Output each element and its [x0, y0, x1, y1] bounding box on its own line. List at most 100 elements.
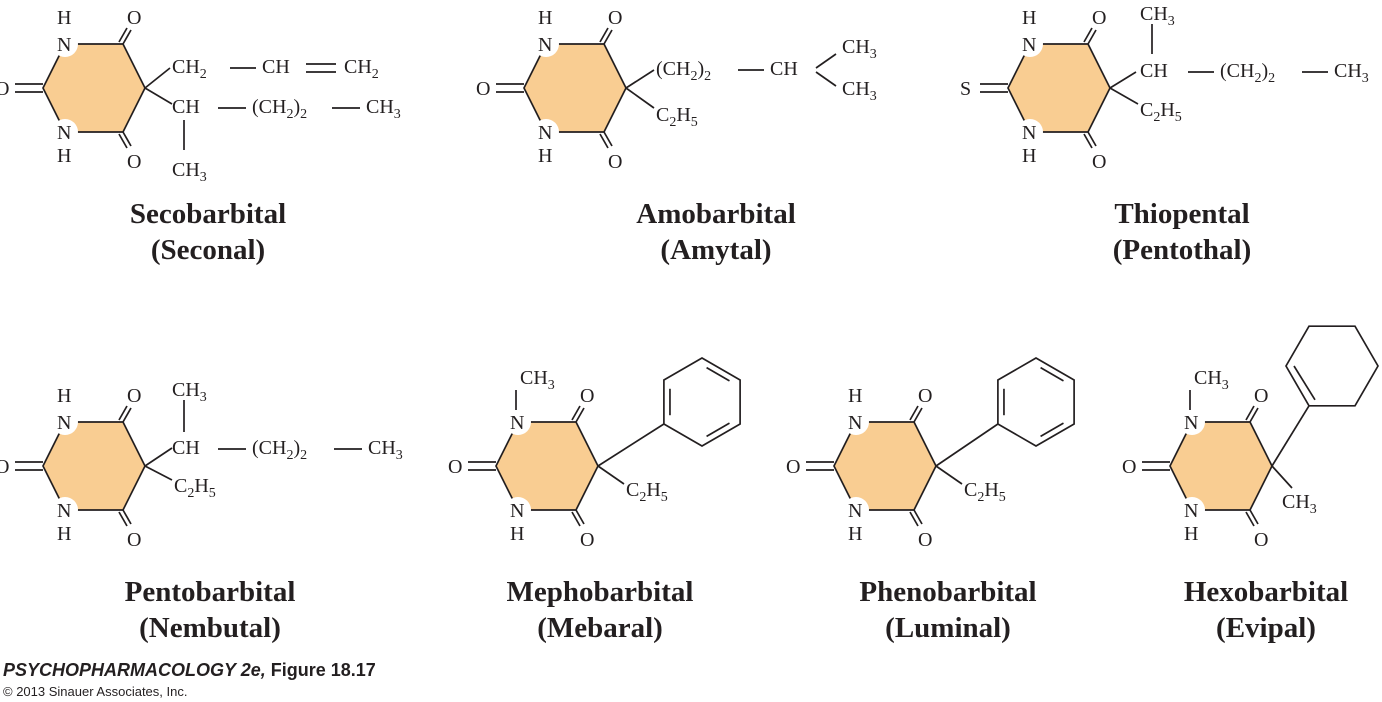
- bond-line: [571, 511, 581, 527]
- nitrogen-halo: [843, 497, 869, 523]
- atom-label: S: [960, 78, 971, 100]
- atom-label: H: [57, 385, 71, 407]
- atom-symbol: O: [580, 529, 594, 551]
- subscript: 2: [1254, 71, 1261, 86]
- atom-label: CH: [770, 58, 798, 80]
- atom-symbol: (CH: [1220, 60, 1254, 82]
- atom-symbol: C: [626, 479, 639, 501]
- compound-name: Thiopental: [1114, 198, 1250, 230]
- atom-symbol: CH: [172, 56, 200, 78]
- subscript: 3: [200, 390, 207, 405]
- atom-label: O: [580, 529, 594, 551]
- atom-symbol: O: [1092, 7, 1106, 29]
- book-title: PSYCHOPHARMACOLOGY 2e,: [3, 660, 266, 680]
- pyrimidine-ring: [833, 421, 937, 511]
- atom-symbol: C: [656, 104, 669, 126]
- atom-symbol: H: [1022, 145, 1036, 167]
- bond-line: [913, 509, 923, 525]
- atom-symbol: N: [57, 500, 71, 522]
- subscript: 3: [1222, 378, 1229, 393]
- atom-label: (CH2)2: [252, 96, 307, 122]
- subscript: 2: [704, 69, 711, 84]
- pyrimidine-ring: [1169, 421, 1273, 511]
- bond-line: [575, 509, 585, 525]
- atom-label: O: [1254, 385, 1268, 407]
- nitrogen-halo: [1017, 119, 1043, 145]
- atom-symbol: N: [848, 500, 862, 522]
- nitrogen-halo: [1179, 409, 1205, 435]
- atom-label: CH3: [1140, 3, 1175, 29]
- atom-label: O: [448, 456, 462, 478]
- subscript: 5: [691, 115, 698, 130]
- bond-line: [144, 87, 173, 105]
- atom-symbol: O: [918, 529, 932, 551]
- atom-label: CH3: [1194, 367, 1229, 393]
- atom-symbol: C: [964, 479, 977, 501]
- atom-symbol: H: [57, 523, 71, 545]
- atom-symbol: (CH: [656, 58, 690, 80]
- atom-symbol: CH: [344, 56, 372, 78]
- atom-symbol: N: [1184, 500, 1198, 522]
- atom-label: O: [608, 151, 622, 173]
- atom-symbol: N: [57, 34, 71, 56]
- atom-symbol: CH: [520, 367, 548, 389]
- nitrogen-halo: [52, 497, 78, 523]
- atom-symbol: N: [538, 34, 552, 56]
- atom-label: H: [57, 7, 71, 29]
- nitrogen-halo: [843, 409, 869, 435]
- atom-symbol: C: [1140, 99, 1153, 121]
- subscript: 2: [286, 448, 293, 463]
- atom-symbol: CH: [842, 36, 870, 58]
- atom-symbol: CH: [842, 78, 870, 100]
- compound-name-amobarbital: Amobarbital (Amytal): [586, 196, 846, 268]
- atom-symbol: H: [538, 145, 552, 167]
- atom-label: H: [1022, 7, 1036, 29]
- atom-label: CH: [262, 56, 290, 78]
- atom-label: C2H5: [174, 475, 216, 501]
- atom-label: CH2: [172, 56, 207, 82]
- atom-symbol: H: [1184, 523, 1198, 545]
- subscript: 2: [977, 490, 984, 505]
- atom-label: N: [1022, 122, 1036, 144]
- compound-trade-name: (Nembutal): [139, 612, 281, 644]
- bond-line: [144, 447, 173, 467]
- atom-symbol: H: [848, 385, 862, 407]
- atom-symbol: (CH: [252, 437, 286, 459]
- compound-name: Phenobarbital: [859, 576, 1037, 608]
- atom-label: N: [1022, 34, 1036, 56]
- nitrogen-halo: [52, 31, 78, 57]
- subscript: 5: [999, 490, 1006, 505]
- bond-line: [575, 407, 585, 423]
- atom-label: O: [127, 529, 141, 551]
- bond-line: [122, 407, 132, 423]
- bond-line: [1109, 87, 1139, 105]
- atom-symbol: CH: [1140, 3, 1168, 25]
- atom-label: H: [57, 523, 71, 545]
- atom-symbol: O: [918, 385, 932, 407]
- nitrogen-halo: [52, 119, 78, 145]
- atom-label: H: [538, 145, 552, 167]
- bond-line: [118, 405, 128, 421]
- compound-trade-name: (Amytal): [660, 234, 772, 266]
- atom-symbol: H: [510, 523, 524, 545]
- bond-line: [1083, 27, 1093, 43]
- figure-number: Figure 18.17: [270, 660, 376, 680]
- atom-symbol: N: [848, 412, 862, 434]
- atom-label: C2H5: [1140, 99, 1182, 125]
- bond-line: [1109, 71, 1137, 89]
- atom-symbol: (CH: [252, 96, 286, 118]
- nitrogen-halo: [505, 409, 531, 435]
- atom-label: H: [848, 385, 862, 407]
- atom-symbol: O: [786, 456, 800, 478]
- subscript: 3: [396, 448, 403, 463]
- atom-symbol: CH: [262, 56, 290, 78]
- atom-symbol: N: [57, 122, 71, 144]
- atom-label: H: [57, 145, 71, 167]
- atom-symbol: S: [960, 78, 971, 100]
- atom-symbol: H: [57, 7, 71, 29]
- subscript: 2: [690, 69, 697, 84]
- compound-name-phenobarbital: Phenobarbital (Luminal): [818, 574, 1078, 646]
